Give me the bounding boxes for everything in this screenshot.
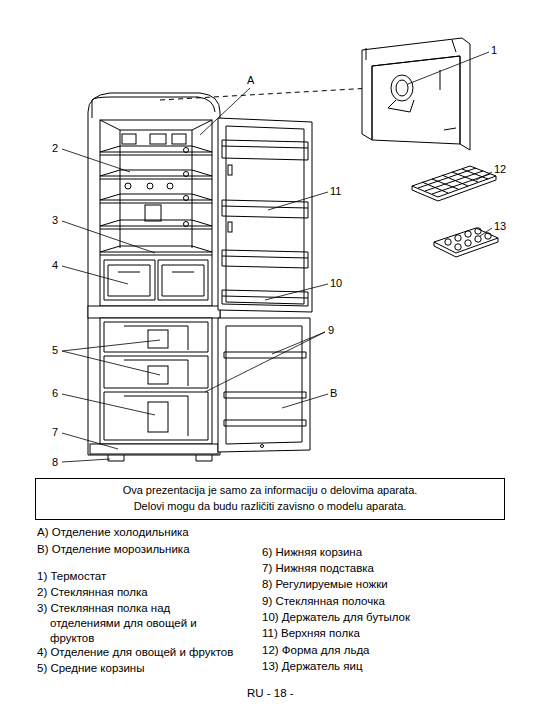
divider (88, 306, 220, 318)
callout-number: 2 (52, 141, 58, 156)
egg-holder (434, 228, 498, 257)
glass-shelves (100, 146, 212, 255)
part-label: 6) Нижняя корзина (262, 545, 362, 560)
cavity-back (100, 120, 212, 248)
lamp (172, 134, 186, 144)
callout-number: 4 (52, 258, 58, 273)
callout-number: 8 (52, 455, 58, 470)
leader-lines (62, 52, 492, 462)
part-label: 5) Средние корзины (37, 661, 144, 676)
thermostat-inset (362, 38, 470, 150)
callout-number: 9 (328, 323, 334, 338)
lamp (122, 134, 136, 144)
notice-text: Ova prezentacija je samo za informaciju … (40, 482, 500, 498)
callout-number: 5 (52, 343, 58, 358)
part-label: 9) Стеклянная полочка (262, 594, 385, 609)
part-label: 1) Термостат (37, 569, 106, 584)
part-label: 11) Верхняя полка (262, 626, 360, 641)
part-label: 2) Стеклянная полка (37, 585, 148, 600)
notice-text: Delovi mogu da budu različiti zavisno o … (40, 498, 500, 514)
part-label: B) Отделение морозильника (37, 542, 190, 557)
freezer-door (218, 318, 310, 452)
part-label: 10) Держатель для бутылок (262, 610, 410, 625)
lamp (150, 134, 166, 144)
callout-number: B (330, 386, 337, 401)
callout-number: 3 (52, 213, 58, 228)
callout-number: 7 (52, 425, 58, 440)
ice-tray (412, 166, 496, 201)
freezer-cavity (100, 318, 212, 444)
cabinet-body (88, 93, 220, 455)
callout-number: 13 (494, 219, 506, 234)
cabinet-top (92, 97, 215, 118)
part-label: A) Отделение холодильника (37, 525, 189, 540)
notice-box: Ova prezentacija je samo za informaciju … (35, 478, 505, 520)
adjustable-feet (108, 455, 212, 461)
freezer-drawers (104, 322, 208, 440)
callout-number: 11 (330, 184, 341, 199)
freezer-door-shelves (224, 352, 306, 448)
part-label: 4) Отделение для овощей и фруктов (37, 645, 233, 660)
part-label: 7) Нижняя подставка (262, 561, 374, 576)
part-label: 8) Регулируемые ножки (262, 577, 388, 592)
callout-number: A (247, 73, 254, 88)
part-label: 3) Стеклянная полка над отделениями для … (37, 601, 235, 646)
door-bins (222, 140, 308, 306)
callout-number: 1 (491, 43, 497, 58)
callout-number: 6 (52, 386, 58, 401)
part-label: RU - 18 - (247, 686, 294, 701)
part-label: 12) Форма для льда (262, 643, 370, 658)
fridge-door (218, 118, 312, 312)
callout-number: 10 (330, 276, 342, 291)
callout-number: 12 (494, 162, 506, 177)
bottom-plinth (90, 444, 218, 454)
crisper-drawers (104, 260, 208, 300)
fridge-cavity (100, 120, 212, 306)
dashed-guide (160, 88, 372, 100)
part-label: 13) Держатель яиц (262, 659, 363, 674)
door-liner (226, 126, 304, 304)
